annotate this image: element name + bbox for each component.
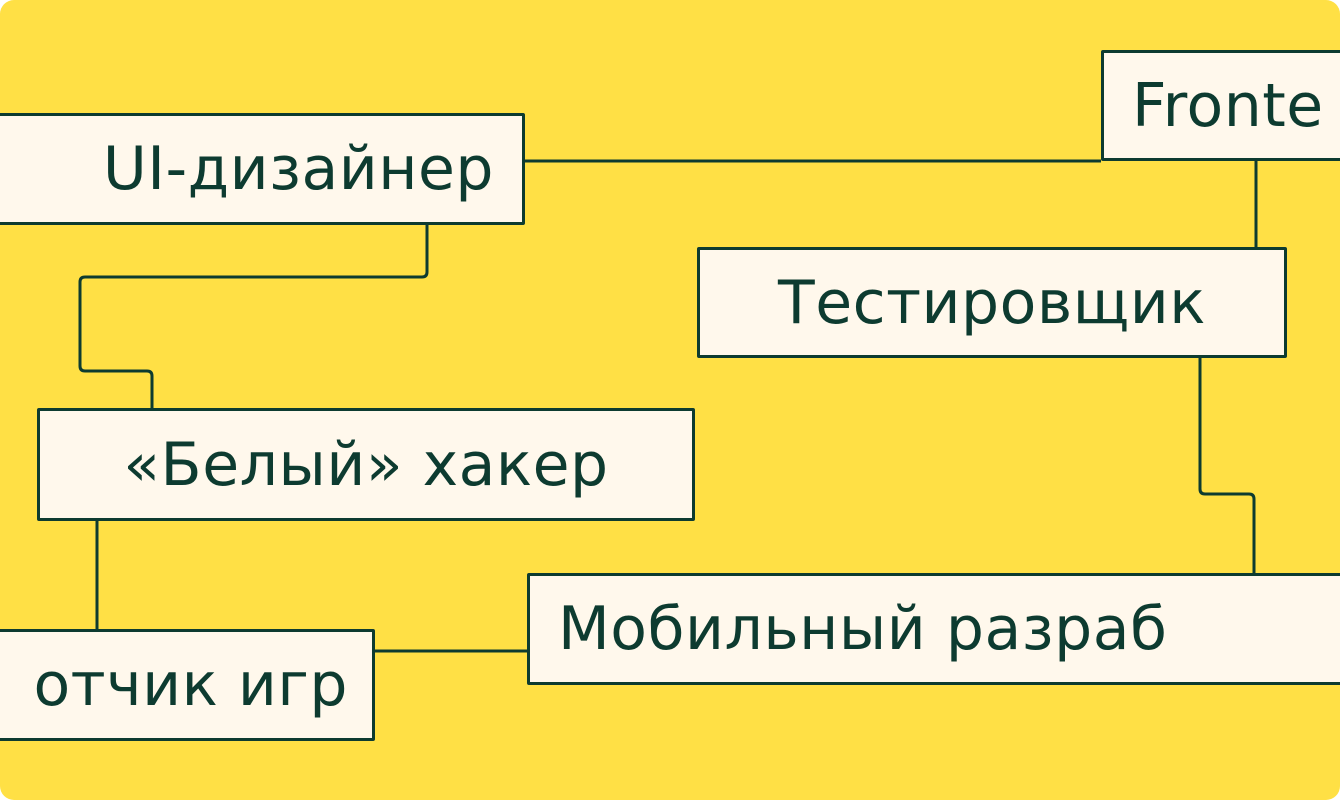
node-frontend: Fronte	[1101, 50, 1340, 161]
node-tester: Тестировщик	[697, 247, 1287, 358]
node-ui-designer-label: UI-дизайнер	[102, 134, 494, 204]
connector-ui-hacker	[78, 225, 429, 408]
node-white-hacker: «Белый» хакер	[37, 408, 695, 521]
node-mobile-developer: Мобильный разраб	[527, 573, 1340, 685]
node-white-hacker-label: «Белый» хакер	[123, 429, 609, 500]
connector-tester-mobile	[1198, 358, 1256, 573]
node-mobile-developer-label: Мобильный разраб	[558, 594, 1168, 664]
node-game-developer: отчик игр	[0, 629, 375, 741]
node-tester-label: Тестировщик	[778, 267, 1206, 338]
node-frontend-label: Fronte	[1132, 70, 1324, 141]
node-game-developer-label: отчик игр	[33, 650, 348, 720]
node-ui-designer: UI-дизайнер	[0, 113, 525, 225]
